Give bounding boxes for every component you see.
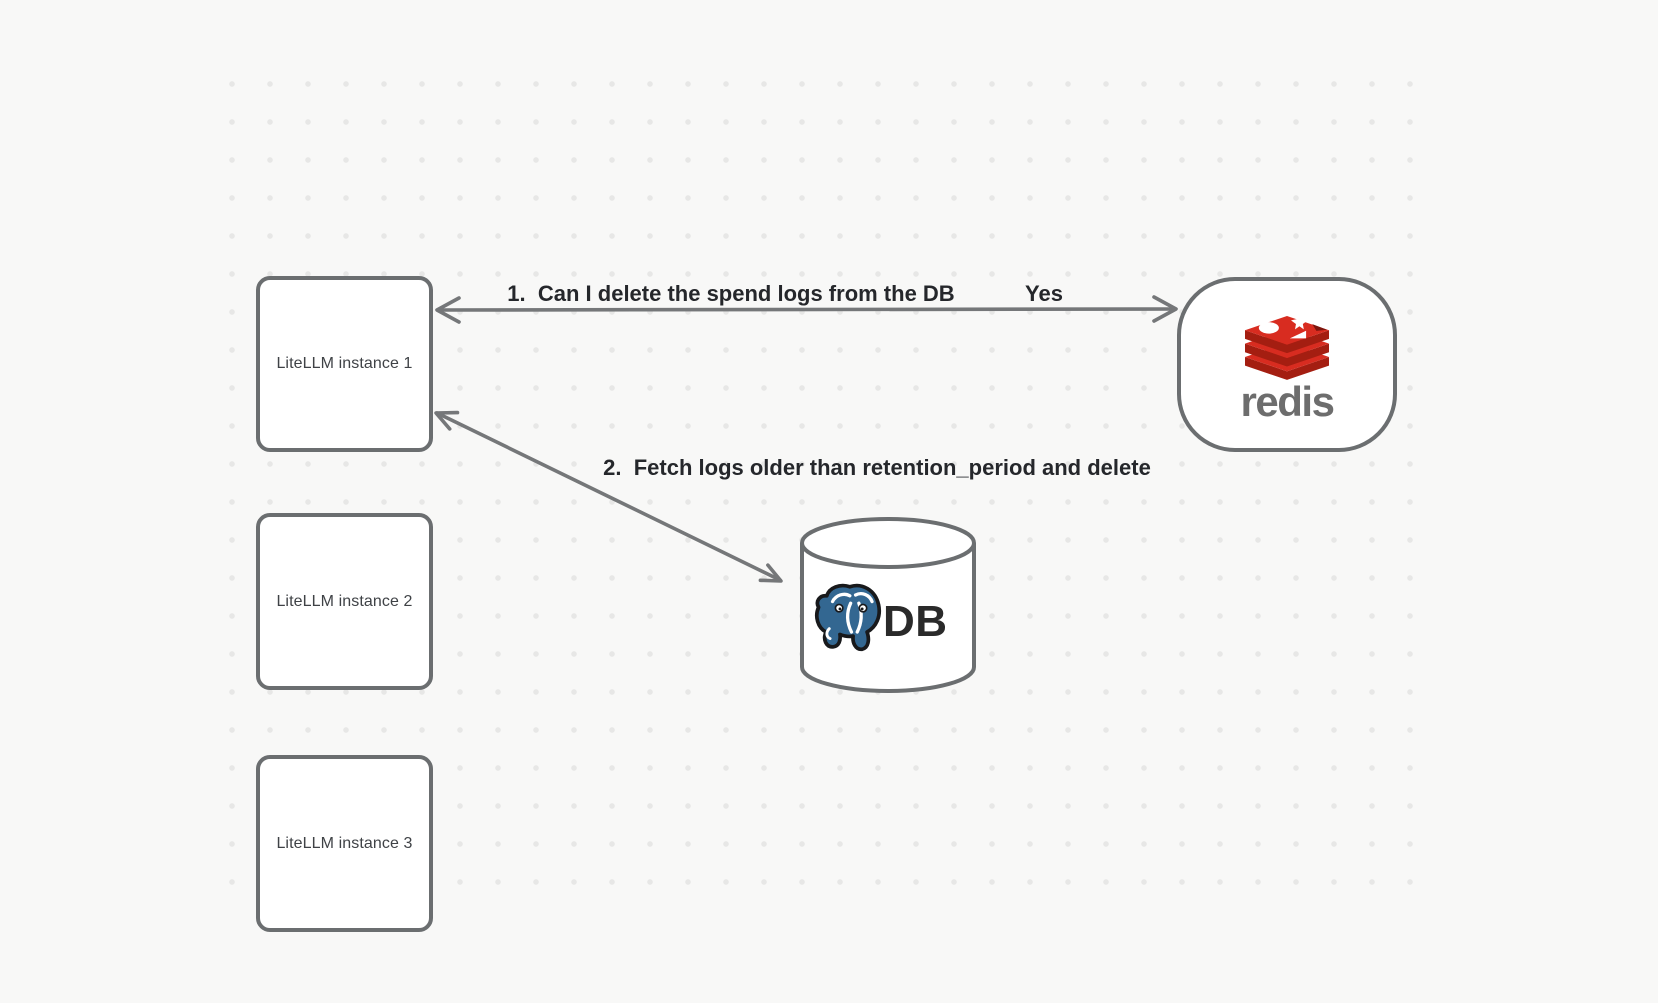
node-label: LiteLLM instance 1 <box>276 355 413 372</box>
node-label: LiteLLM instance 3 <box>276 834 413 852</box>
database-cylinder-icon <box>800 517 976 693</box>
arrow-fetch-delete <box>434 410 783 583</box>
node-label: LiteLLM instance 2 <box>276 592 413 610</box>
node-database: DB <box>799 515 977 693</box>
postgresql-elephant-icon <box>814 583 882 652</box>
node-litellm-instance-3: LiteLLM instance 3 <box>256 755 433 932</box>
arrow-label-step1-response: Yes <box>1025 281 1063 306</box>
node-redis: redis <box>1177 277 1397 452</box>
arrow-spend-logs-question <box>435 295 1178 324</box>
redis-logo-icon <box>1245 313 1329 380</box>
arrow-label-step2: 2. Fetch logs older than retention_perio… <box>603 455 1151 480</box>
node-litellm-instance-1: LiteLLM instance 1 <box>256 276 433 452</box>
database-label: DB <box>883 597 948 646</box>
redis-wordmark: redis <box>1240 377 1335 425</box>
node-litellm-instance-2: LiteLLM instance 2 <box>256 513 433 690</box>
arrow-label-step1: 1. Can I delete the spend logs from the … <box>507 281 955 306</box>
